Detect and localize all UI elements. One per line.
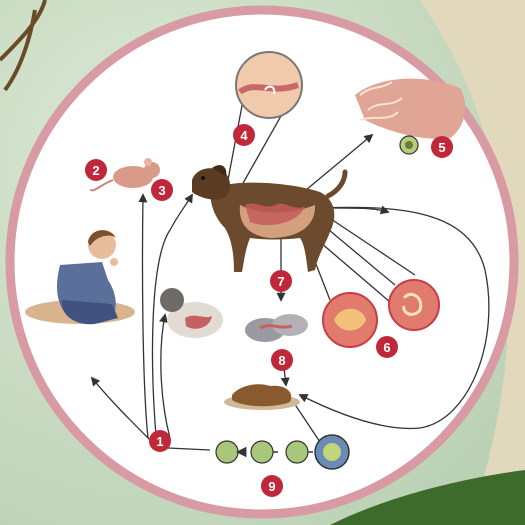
- marker-3: 3: [151, 179, 173, 201]
- marker-5-label: 5: [438, 140, 445, 155]
- embryonated-egg-icon-3: [286, 441, 308, 463]
- marker-4: 4: [233, 124, 255, 146]
- marker-6: 6: [376, 336, 398, 358]
- egg-icon-large-core: [323, 443, 341, 461]
- puppy-head: [160, 288, 184, 312]
- marker-3-label: 3: [158, 183, 165, 198]
- dog-eye: [201, 176, 205, 180]
- child-hand: [110, 258, 118, 266]
- marker-4-label: 4: [240, 128, 248, 143]
- marker-7: 7: [270, 270, 292, 292]
- marker-9-label: 9: [268, 479, 275, 494]
- mouse-ear: [144, 158, 152, 166]
- marker-2-label: 2: [92, 163, 99, 178]
- marker-1-label: 1: [156, 434, 163, 449]
- zoom-lung: [236, 52, 302, 118]
- marker-8: 8: [271, 349, 293, 371]
- marker-6-label: 6: [383, 340, 390, 355]
- egg-icon-core: [405, 141, 413, 149]
- marker-8-label: 8: [278, 353, 285, 368]
- zoom-uterus-lens-b: [389, 280, 439, 330]
- marker-1: 1: [149, 430, 171, 452]
- embryonated-egg-icon-1: [216, 441, 238, 463]
- marker-7-label: 7: [277, 274, 284, 289]
- marker-5: 5: [431, 136, 453, 158]
- marker-2: 2: [85, 159, 107, 181]
- newborn-organs: [260, 326, 292, 328]
- embryonated-egg-icon-2: [251, 441, 273, 463]
- marker-9: 9: [261, 475, 283, 497]
